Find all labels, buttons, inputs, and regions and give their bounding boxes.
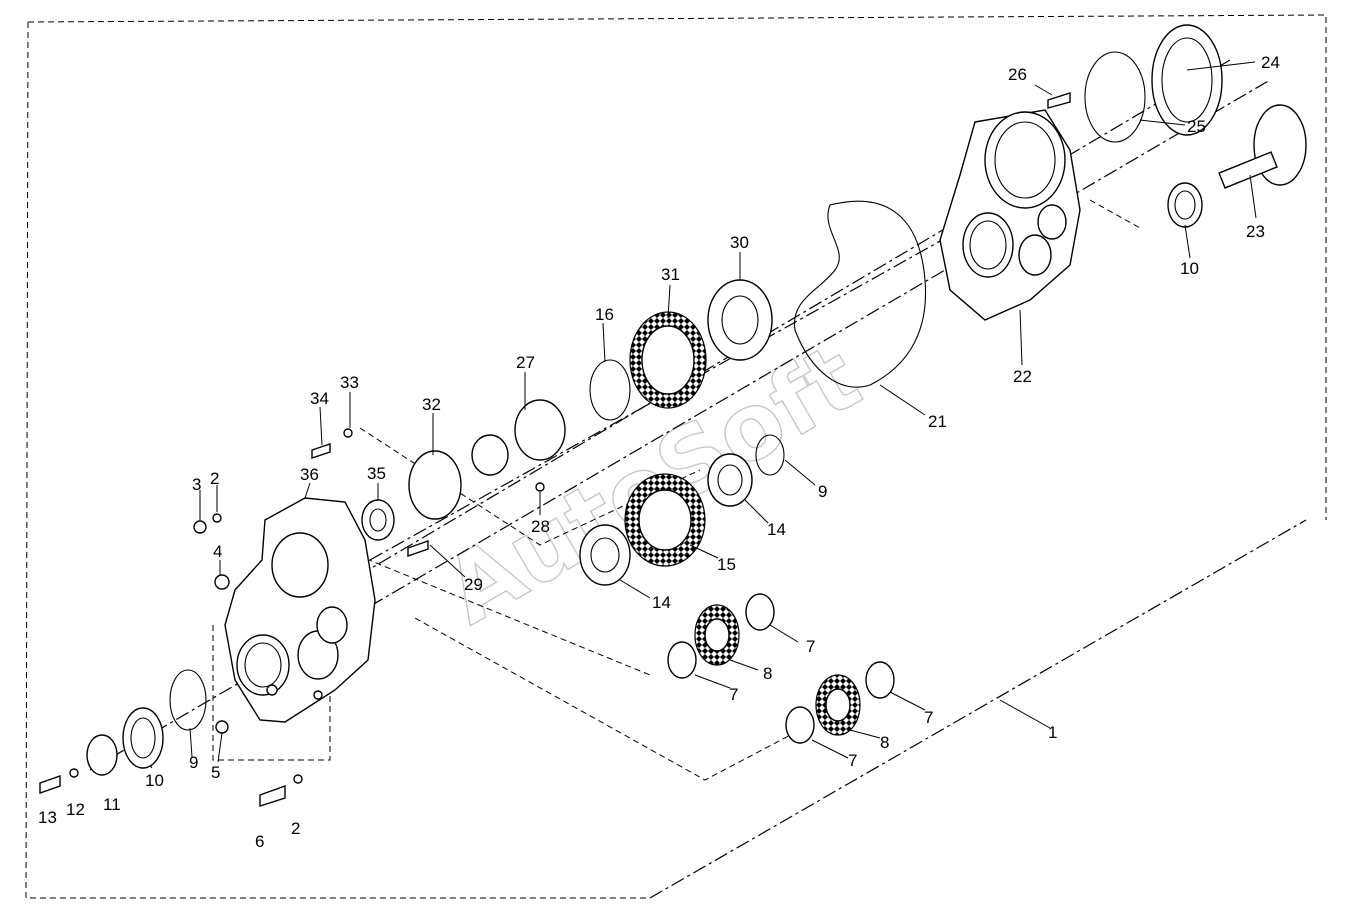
callout-36: 36 [300, 465, 319, 484]
callout-14-a: 14 [767, 520, 786, 539]
callout-29: 29 [464, 575, 483, 594]
callout-10-upper: 10 [1180, 259, 1199, 278]
callout-9-lower: 9 [189, 753, 198, 772]
callout-21: 21 [928, 412, 947, 431]
callout-2-lower: 2 [291, 819, 300, 838]
callout-33: 33 [340, 373, 359, 392]
callout-8-b: 8 [880, 733, 889, 752]
callout-22: 22 [1013, 367, 1032, 386]
callout-16: 16 [595, 305, 614, 324]
callout-11: 11 [103, 795, 121, 814]
callout-28: 28 [531, 517, 550, 536]
output-shaft-flange [1218, 104, 1307, 189]
callout-6: 6 [255, 832, 264, 851]
callout-27: 27 [516, 353, 535, 372]
assembly-boundary [25, 14, 1327, 899]
callout-26: 26 [1008, 65, 1027, 84]
callout-5: 5 [211, 763, 220, 782]
callout-8-a: 8 [763, 664, 772, 683]
callout-30: 30 [730, 233, 749, 252]
callout-10-lower: 10 [145, 771, 164, 790]
callout-7-b: 7 [729, 685, 738, 704]
lower-gear-sets [667, 593, 895, 744]
housing-gasket [793, 200, 927, 388]
callout-23: 23 [1246, 222, 1265, 241]
front-housing-cover [224, 497, 376, 723]
callout-32: 32 [422, 395, 441, 414]
callout-25: 25 [1187, 117, 1206, 136]
rear-housing [939, 109, 1081, 321]
callout-12: 12 [66, 800, 85, 819]
callout-7-d: 7 [848, 751, 857, 770]
leader-lines [149, 61, 1257, 769]
callout-2-upper: 2 [210, 469, 219, 488]
callout-7-a: 7 [806, 637, 815, 656]
callout-15: 15 [717, 555, 736, 574]
callout-4: 4 [213, 542, 222, 561]
callout-3: 3 [192, 475, 201, 494]
callout-9-upper: 9 [818, 482, 827, 501]
callout-13: 13 [38, 808, 57, 827]
lower-left-parts [39, 92, 1071, 807]
callout-35: 35 [367, 464, 386, 483]
callout-14-b: 14 [652, 593, 671, 612]
callout-1: 1 [1048, 723, 1057, 742]
upper-seals [1084, 24, 1223, 228]
callout-labels: 1 2 2 3 4 5 6 7 7 7 7 8 8 9 9 10 10 11 1… [38, 53, 1280, 851]
callout-34: 34 [310, 389, 329, 408]
central-gears [361, 279, 785, 586]
callout-31: 31 [661, 265, 680, 284]
callout-7-c: 7 [924, 708, 933, 727]
callout-24: 24 [1261, 53, 1280, 72]
